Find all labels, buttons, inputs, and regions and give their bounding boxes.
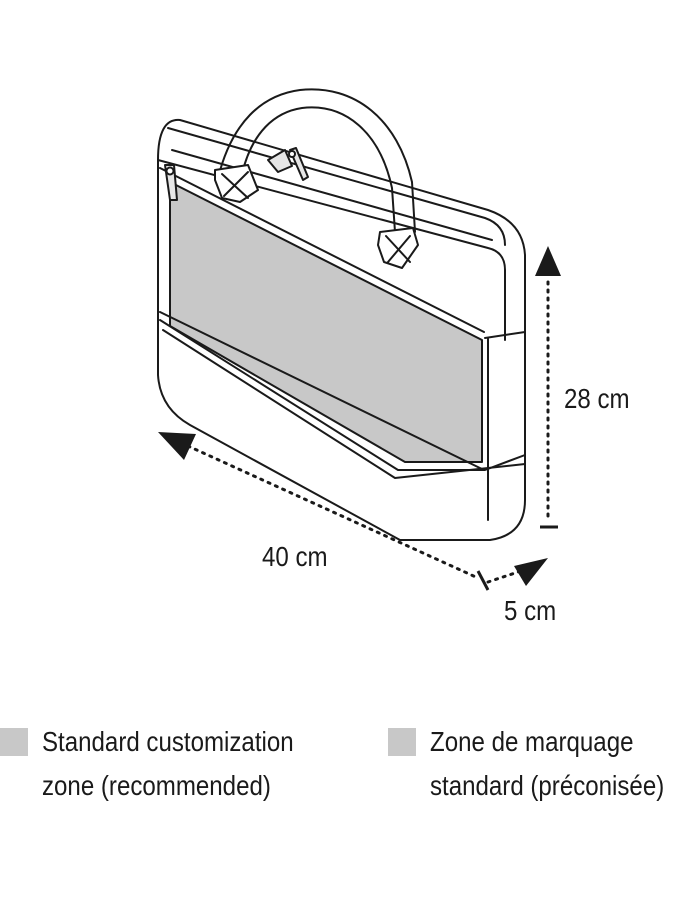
legend-french-line2: standard (préconisée) (430, 770, 665, 801)
legend-french-line1: Zone de marquage (430, 726, 634, 757)
height-label: 28 cm (564, 382, 630, 414)
bag-body-outline (157, 118, 526, 541)
legend-english-line1: Standard customization (42, 726, 294, 757)
legend-text-french: Zone de marquage standard (préconisée) (430, 720, 664, 808)
depth-label: 5 cm (504, 594, 556, 626)
legend-english: Standard customization zone (recommended… (0, 720, 335, 808)
legend-swatch-french (388, 728, 416, 756)
handle-tab-left (214, 164, 259, 203)
legend-english-line2: zone (recommended) (42, 770, 271, 801)
customization-zone (169, 181, 483, 463)
legend-text-english: Standard customization zone (recommended… (42, 720, 294, 808)
top-zipper-pull (267, 147, 309, 181)
front-zipper-pull (164, 164, 178, 201)
handle-tab-right (377, 227, 419, 269)
legend-french: Zone de marquage standard (préconisée) (388, 720, 700, 808)
width-dimension-arrow (158, 432, 490, 591)
legend-swatch-english (0, 728, 28, 756)
bag-top-panel (167, 127, 506, 246)
depth-dimension-arrow (486, 558, 548, 586)
bag-side-gusset (484, 331, 526, 521)
height-dimension-arrow (535, 246, 561, 529)
bag-handle (217, 88, 416, 233)
width-label: 40 cm (262, 540, 328, 572)
